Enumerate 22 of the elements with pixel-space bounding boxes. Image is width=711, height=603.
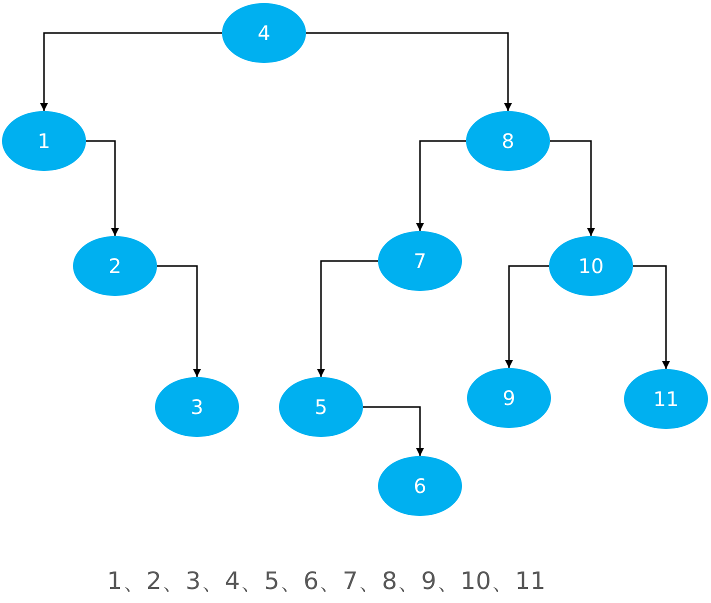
node-label: 2 xyxy=(108,254,122,278)
node-label: 1 xyxy=(38,129,50,153)
node-label: 11 xyxy=(653,387,679,411)
arrow xyxy=(363,406,424,456)
node-label: 4 xyxy=(258,21,270,45)
node-label: 6 xyxy=(414,474,426,498)
node-label: 7 xyxy=(414,249,426,273)
arrow xyxy=(40,32,222,111)
node-label: 9 xyxy=(502,386,516,410)
arrow xyxy=(416,140,466,231)
arrow xyxy=(317,260,378,377)
node-label: 10 xyxy=(578,254,604,278)
sequence-text: 1、2、3、4、5、6、7、8、9、10、11 xyxy=(107,566,546,597)
arrow xyxy=(157,265,201,377)
arrow xyxy=(86,140,119,236)
node-label: 3 xyxy=(190,395,204,419)
node-label: 5 xyxy=(314,395,328,419)
arrow xyxy=(633,265,670,369)
node-label: 8 xyxy=(502,129,514,153)
arrow xyxy=(550,140,595,236)
arrow xyxy=(505,265,549,368)
arrow xyxy=(306,32,512,111)
